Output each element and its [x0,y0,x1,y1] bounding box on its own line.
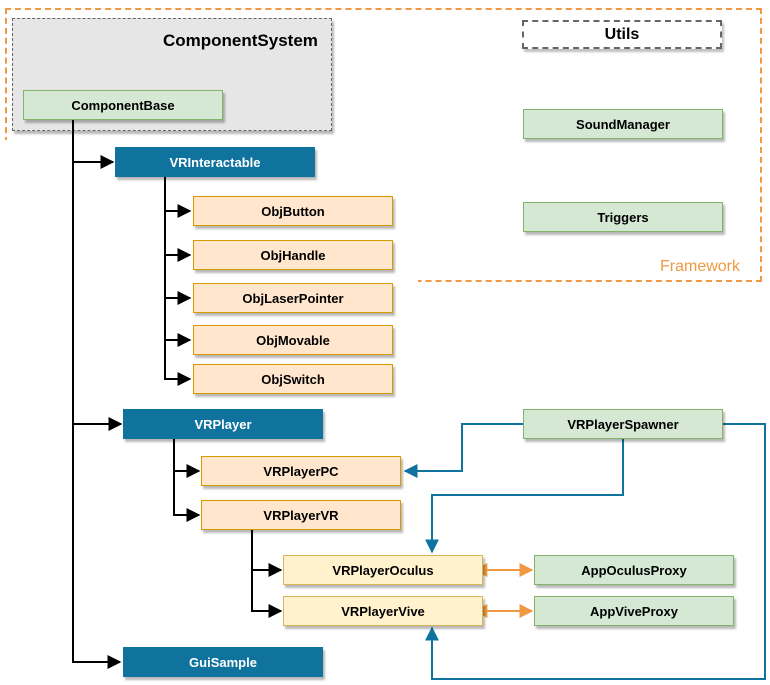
edge-player-trunk [173,439,201,522]
edge-spawner-pc [403,423,523,478]
node-obj-laser-pointer: ObjLaserPointer [193,283,393,313]
edge-interactable-trunk [164,177,192,386]
node-vr-player-pc: VRPlayerPC [201,456,401,486]
node-vr-interactable: VRInteractable [115,147,315,177]
node-vr-player-vive: VRPlayerVive [283,596,483,626]
node-sound-manager: SoundManager [523,109,723,139]
node-component-base: ComponentBase [23,90,223,120]
node-vr-player: VRPlayer [123,409,323,439]
node-obj-switch: ObjSwitch [193,364,393,394]
node-obj-movable: ObjMovable [193,325,393,355]
edge-spawner-oculus [425,439,624,554]
node-obj-handle: ObjHandle [193,240,393,270]
node-gui-sample: GuiSample [123,647,323,677]
framework-label: Framework [660,258,741,275]
node-vr-player-vr: VRPlayerVR [201,500,401,530]
component-system-label: ComponentSystem [163,31,318,50]
edge-base-trunk [72,120,122,669]
node-triggers: Triggers [523,202,723,232]
node-app-oculus-proxy: AppOculusProxy [534,555,734,585]
node-app-vive-proxy: AppViveProxy [534,596,734,626]
edge-vr-trunk [251,530,283,618]
node-vr-player-oculus: VRPlayerOculus [283,555,483,585]
edge-spawner-vive [425,423,766,680]
utils-group: Utils [522,20,722,49]
node-vr-player-spawner: VRPlayerSpawner [523,409,723,439]
node-obj-button: ObjButton [193,196,393,226]
